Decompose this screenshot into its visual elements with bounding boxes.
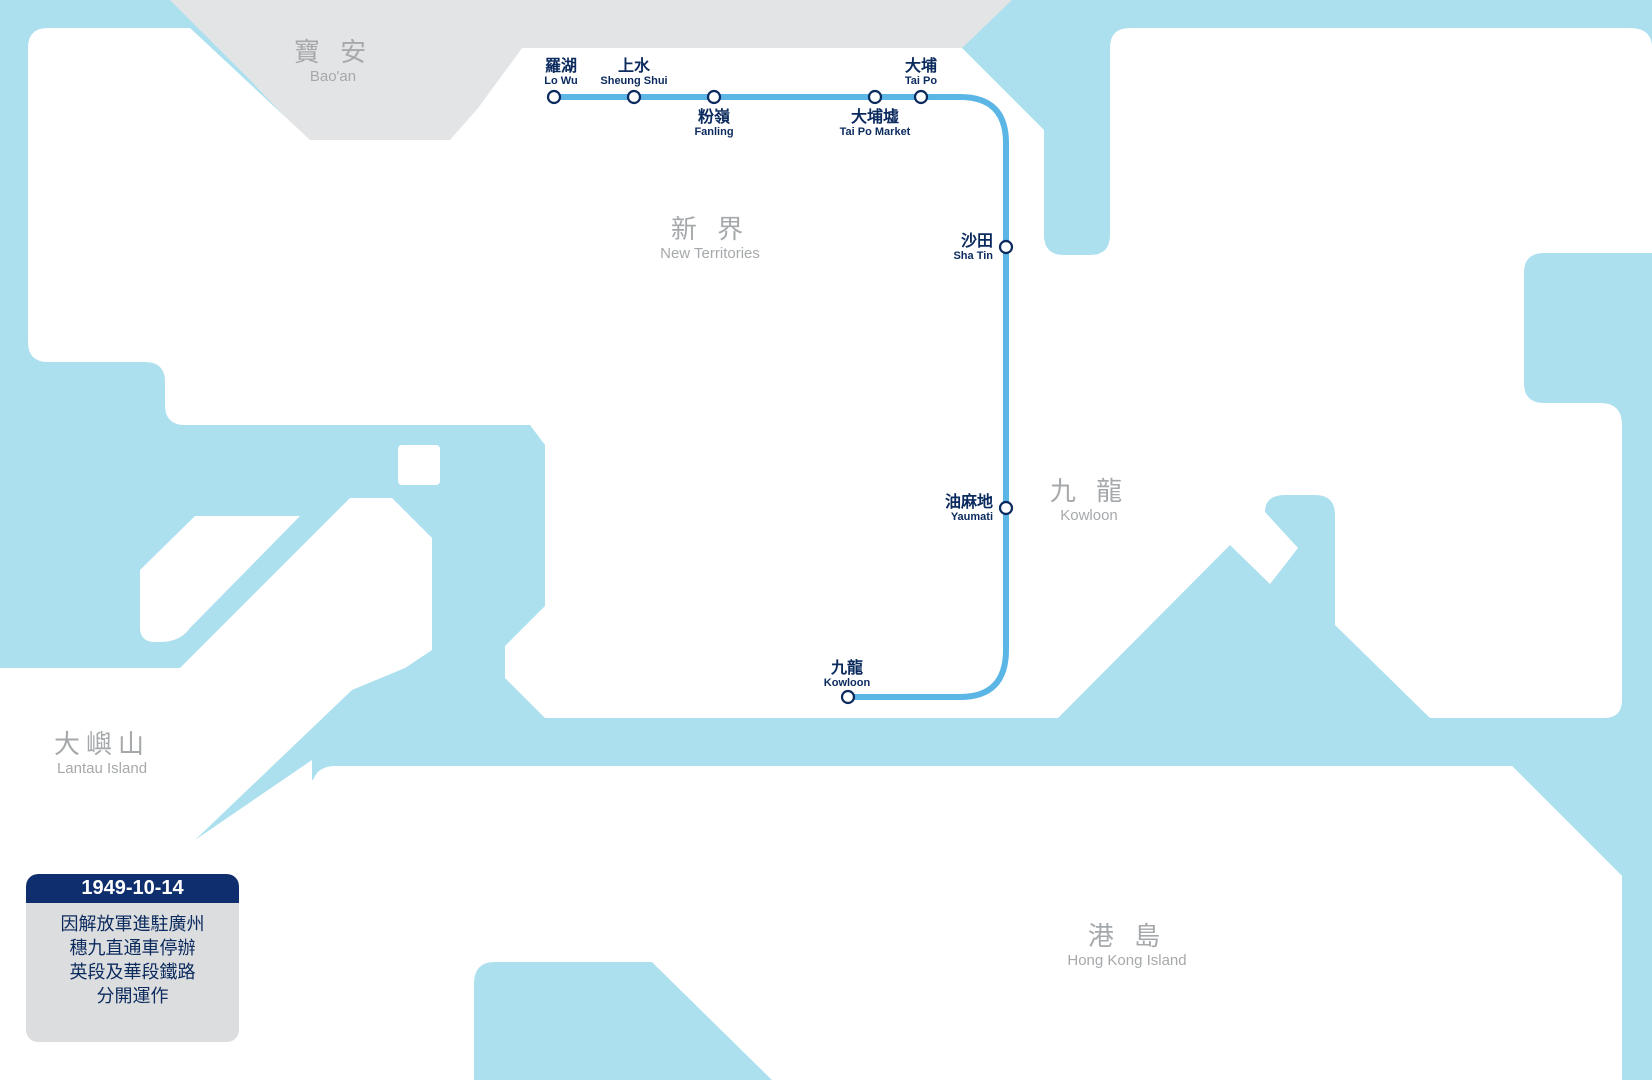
station-dot-kowloon [840,689,856,705]
station-dot-sha-tin [998,239,1014,255]
land-new-territories [28,28,1652,718]
railway-line [554,94,1009,700]
info-line: 穗九直通車停辦 [69,938,196,959]
region-label-hong-kong-island: 港 島 Hong Kong Island [1067,922,1187,969]
region-label-lantau: 大嶼山 Lantau Island [53,730,151,777]
info-line: 因解放軍進駐廣州 [60,914,205,935]
station-dot-sheung-shui [626,89,642,105]
info-date: 1949-10-14 [26,874,239,903]
station-dot-tai-po [913,89,929,105]
region-label-baoan: 寶 安 Bao'an [293,38,373,85]
land-lantau-main [0,498,432,840]
station-dots [546,89,1014,705]
info-card: 1949-10-14 因解放軍進駐廣州 穗九直通車停辦 英段及華段鐵路 分開運作 [26,874,239,1042]
station-dot-fanling [706,89,722,105]
region-label-kowloon: 九 龍 Kowloon [1049,477,1129,524]
station-dot-yaumati [998,500,1014,516]
station-dot-tai-po-market [867,89,883,105]
land-hk-lower [312,766,1622,1080]
mainland-baoan [170,0,1012,140]
info-line: 分開運作 [96,986,169,1007]
info-line: 英段及華段鐵路 [69,962,196,983]
land-island-west [140,516,300,642]
station-dot-lo-wu [546,89,562,105]
region-label-new-territories: 新 界 New Territories [660,215,760,262]
info-text: 因解放軍進駐廣州 穗九直通車停辦 英段及華段鐵路 分開運作 [26,903,239,1009]
land-islet [398,445,440,485]
